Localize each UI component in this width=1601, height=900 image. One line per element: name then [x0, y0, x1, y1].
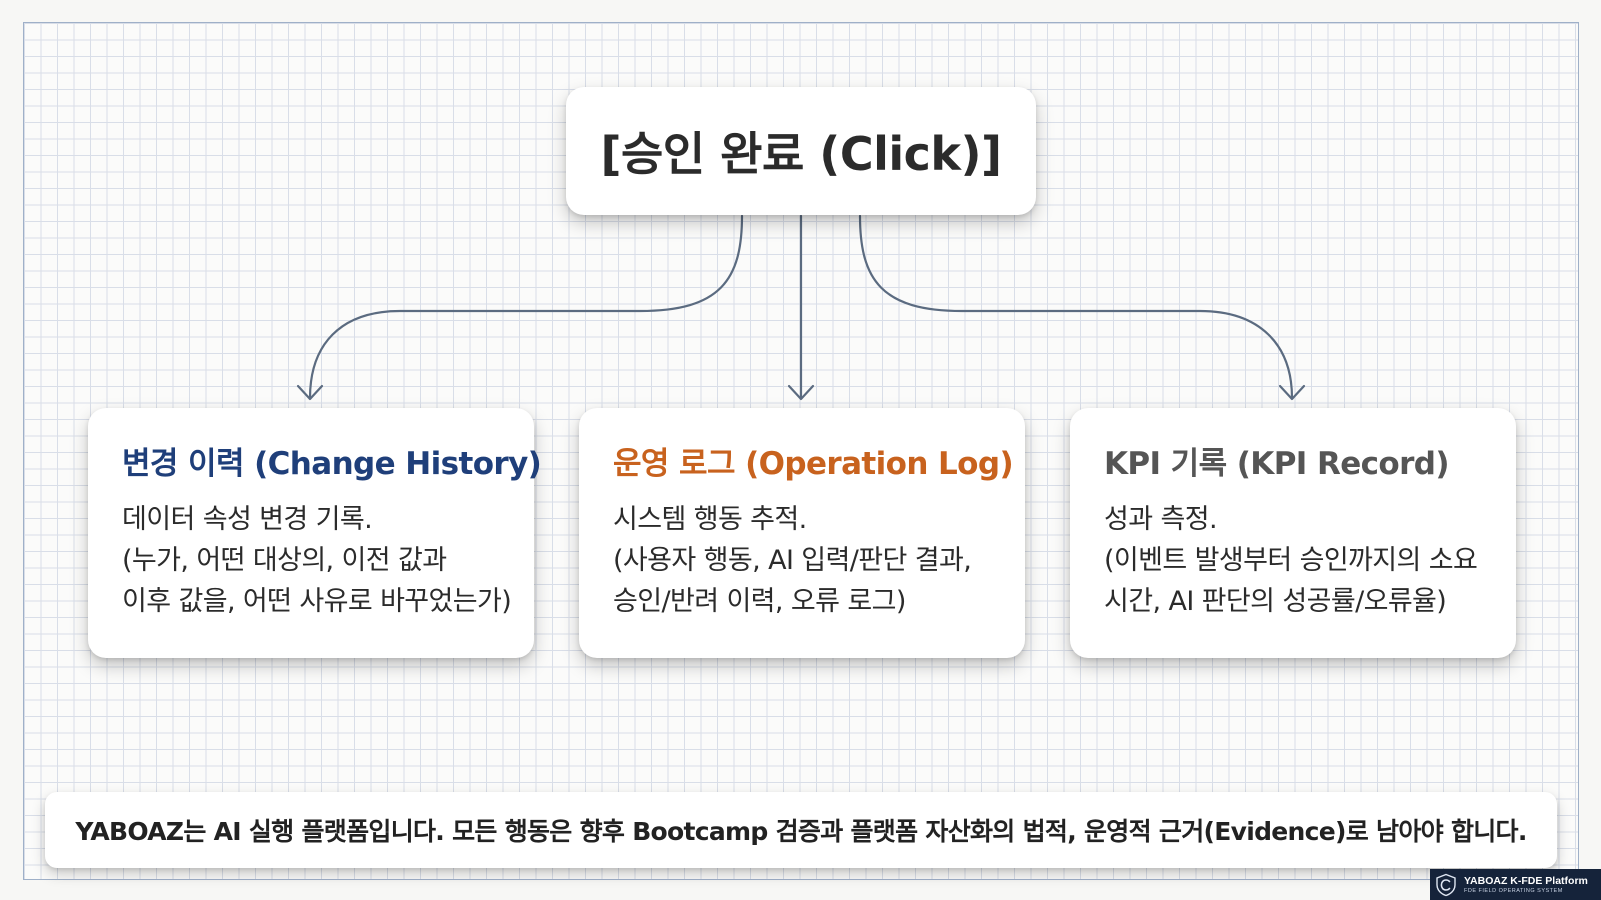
logo-tagline: FDE FIELD OPERATING SYSTEM	[1464, 887, 1563, 894]
connector-right	[858, 214, 1294, 400]
description-line: 시간, AI 판단의 성공률/오류율)	[1104, 586, 1447, 617]
change-history-card: 변경 이력 (Change History) 데이터 속성 변경 기록. (누가…	[88, 408, 542, 658]
platform-logo: YABOAZ K-FDE Platform FDE FIELD OPERATIN…	[1430, 869, 1601, 900]
kpi-record-description: 성과 측정. (이벤트 발생부터 승인까지의 소요 시간, AI 판단의 성공률…	[1104, 499, 1516, 622]
connector-left-arrowhead	[296, 384, 324, 401]
description-line: (누가, 어떤 대상의, 이전 값과	[122, 545, 447, 576]
summary-banner: YABOAZ는 AI 실행 플랫폼입니다. 모든 행동은 향후 Bootcamp…	[45, 792, 1557, 868]
connector-right-arrowhead	[1278, 384, 1306, 401]
change-history-title: 변경 이력 (Change History)	[122, 446, 542, 482]
operation-log-title: 운영 로그 (Operation Log)	[613, 446, 1014, 482]
description-line: 승인/반려 이력, 오류 로그)	[613, 586, 906, 617]
logo-name: YABOAZ K-FDE Platform	[1464, 874, 1588, 887]
description-line: 데이터 속성 변경 기록.	[122, 504, 373, 535]
root-node-label: [승인 완료 (Click)]	[600, 127, 1002, 181]
summary-banner-text: YABOAZ는 AI 실행 플랫폼입니다. 모든 행동은 향후 Bootcamp…	[75, 817, 1527, 846]
connector-left	[308, 214, 744, 400]
description-line: (이벤트 발생부터 승인까지의 소요	[1104, 545, 1478, 576]
shield-logo-icon	[1436, 873, 1456, 896]
description-line: (사용자 행동, AI 입력/판단 결과,	[613, 545, 972, 576]
description-line: 시스템 행동 추적.	[613, 504, 807, 535]
operation-log-card: 운영 로그 (Operation Log) 시스템 행동 추적. (사용자 행동…	[579, 408, 1025, 658]
kpi-record-card: KPI 기록 (KPI Record) 성과 측정. (이벤트 발생부터 승인까…	[1070, 408, 1516, 658]
connector-center-arrowhead	[787, 384, 815, 401]
operation-log-description: 시스템 행동 추적. (사용자 행동, AI 입력/판단 결과, 승인/반려 이…	[613, 499, 1025, 622]
change-history-description: 데이터 속성 변경 기록. (누가, 어떤 대상의, 이전 값과 이후 값을, …	[122, 499, 534, 622]
description-line: 성과 측정.	[1104, 504, 1218, 535]
description-line: 이후 값을, 어떤 사유로 바꾸었는가)	[122, 586, 512, 617]
kpi-record-title: KPI 기록 (KPI Record)	[1104, 446, 1450, 482]
approval-complete-node: [승인 완료 (Click)]	[566, 87, 1036, 215]
